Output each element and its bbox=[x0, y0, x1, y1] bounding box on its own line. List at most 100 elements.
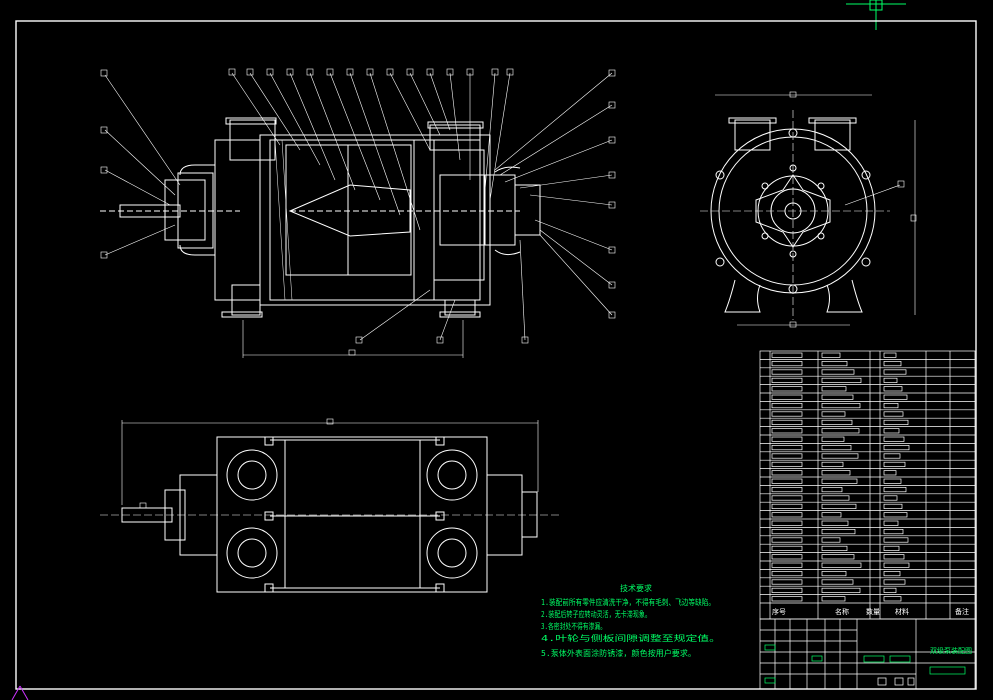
bom-cell-text bbox=[821, 419, 853, 425]
tech-req-line-5: 5.泵体外表面涂防锈漆，颜色按用户要求。 bbox=[541, 648, 696, 658]
bom-cell-text bbox=[883, 453, 901, 459]
crosshair-cursor bbox=[846, 0, 906, 30]
bom-cell-text bbox=[821, 529, 856, 535]
bom-cell-text bbox=[771, 461, 803, 467]
bom-cell-text bbox=[771, 369, 803, 375]
technical-requirements: 技术要求 1.装配前所有零件应清洗干净，不得有毛刺、飞边等缺陷。 2.装配后转子… bbox=[541, 583, 721, 658]
bom-cell-text bbox=[771, 386, 803, 392]
bom-cell-text bbox=[821, 503, 857, 509]
side-end-view[interactable] bbox=[700, 91, 917, 328]
top-plan-view[interactable] bbox=[100, 418, 560, 593]
bom-cell-text bbox=[883, 411, 904, 417]
bom-cell-text bbox=[883, 596, 902, 602]
bom-cell-text bbox=[883, 571, 901, 577]
bom-cell-text bbox=[821, 562, 862, 568]
bom-cell-text bbox=[771, 503, 803, 509]
front-section-view[interactable] bbox=[100, 68, 616, 358]
bom-cell-text bbox=[821, 571, 847, 577]
bom-cell-text bbox=[771, 403, 803, 409]
bom-cell-text bbox=[883, 461, 906, 467]
bom-cell-text bbox=[771, 529, 803, 535]
bom-cell-text bbox=[821, 352, 841, 358]
bom-cell-text bbox=[883, 529, 904, 535]
title-block bbox=[759, 618, 976, 690]
bom-cell-text bbox=[883, 386, 903, 392]
bom-cell-text bbox=[771, 419, 803, 425]
bom-cell-text bbox=[821, 394, 854, 400]
bom-cell-text bbox=[771, 487, 803, 493]
tech-req-line-1: 1.装配前所有零件应清洗干净，不得有毛刺、飞边等缺陷。 bbox=[541, 597, 715, 607]
bom-cell-text bbox=[883, 352, 897, 358]
bom-cell-text bbox=[883, 587, 897, 593]
bom-cell-text bbox=[771, 394, 803, 400]
bom-cell-text bbox=[771, 520, 803, 526]
bom-cell-text bbox=[883, 419, 909, 425]
bom-cell-text bbox=[883, 403, 899, 409]
bom-cell-text bbox=[883, 487, 907, 493]
bom-cell-text bbox=[821, 445, 852, 451]
bom-cell-text bbox=[771, 571, 803, 577]
bom-cell-text bbox=[821, 520, 849, 526]
bom-cell-text bbox=[883, 545, 900, 551]
bom-cell-text bbox=[771, 554, 803, 560]
bom-cell-text bbox=[821, 428, 860, 434]
bom-cell-text bbox=[883, 495, 898, 501]
bom-cell-text bbox=[821, 361, 848, 367]
bom-cell-text bbox=[883, 512, 908, 518]
bom-header-qty: 数量 bbox=[866, 607, 880, 616]
bom-cell-text bbox=[821, 579, 854, 585]
bom-cell-text bbox=[821, 386, 847, 392]
bom-cell-text bbox=[821, 554, 855, 560]
bom-cell-text bbox=[883, 470, 897, 476]
bom-cell-text bbox=[883, 428, 900, 434]
ucs-icon bbox=[11, 685, 29, 700]
bom-cell-text bbox=[771, 545, 803, 551]
bom-cell-text bbox=[883, 377, 898, 383]
bom-cell-text bbox=[883, 478, 902, 484]
bom-cell-text bbox=[771, 428, 803, 434]
parts-list-footer: 序号 名称 数量 材料 备注 bbox=[772, 607, 969, 616]
bom-cell-text bbox=[821, 403, 861, 409]
bom-cell-text bbox=[771, 352, 803, 358]
bom-cell-text bbox=[821, 377, 862, 383]
bom-cell-text bbox=[771, 411, 803, 417]
bom-cell-text bbox=[771, 579, 803, 585]
bom-cell-text bbox=[883, 436, 905, 442]
bom-header-material: 材料 bbox=[895, 607, 909, 616]
bom-cell-text bbox=[771, 470, 803, 476]
bom-cell-text bbox=[771, 512, 803, 518]
bom-cell-text bbox=[771, 562, 803, 568]
bom-cell-text bbox=[771, 537, 803, 543]
parts-list bbox=[759, 350, 976, 620]
bom-cell-text bbox=[771, 478, 803, 484]
bom-cell-text bbox=[821, 545, 848, 551]
bom-cell-text bbox=[821, 596, 846, 602]
bom-cell-text bbox=[821, 453, 859, 459]
bom-cell-text bbox=[771, 445, 803, 451]
bom-cell-text bbox=[821, 436, 845, 442]
bom-header-no: 序号 bbox=[772, 607, 786, 616]
bom-cell-text bbox=[883, 369, 907, 375]
bom-cell-text bbox=[883, 361, 902, 367]
bom-cell-text bbox=[821, 411, 846, 417]
bom-cell-text bbox=[821, 495, 850, 501]
bom-cell-text bbox=[821, 487, 843, 493]
bom-cell-text bbox=[883, 503, 903, 509]
bom-cell-text bbox=[771, 596, 803, 602]
bom-cell-text bbox=[883, 537, 909, 543]
bom-cell-text bbox=[771, 377, 803, 383]
bom-cell-text bbox=[883, 554, 905, 560]
bom-cell-text bbox=[771, 453, 803, 459]
bom-cell-text bbox=[821, 478, 858, 484]
tech-req-line-3: 3.各密封处不得有渗漏。 bbox=[541, 621, 606, 631]
bom-header-remark: 备注 bbox=[955, 607, 969, 616]
bom-cell-text bbox=[771, 361, 803, 367]
drawing-border bbox=[15, 20, 977, 690]
bom-cell-text bbox=[821, 470, 851, 476]
bom-cell-text bbox=[883, 520, 899, 526]
bom-cell-text bbox=[771, 495, 803, 501]
bom-cell-text bbox=[771, 587, 803, 593]
bom-cell-text bbox=[883, 562, 910, 568]
bom-cell-text bbox=[883, 579, 906, 585]
